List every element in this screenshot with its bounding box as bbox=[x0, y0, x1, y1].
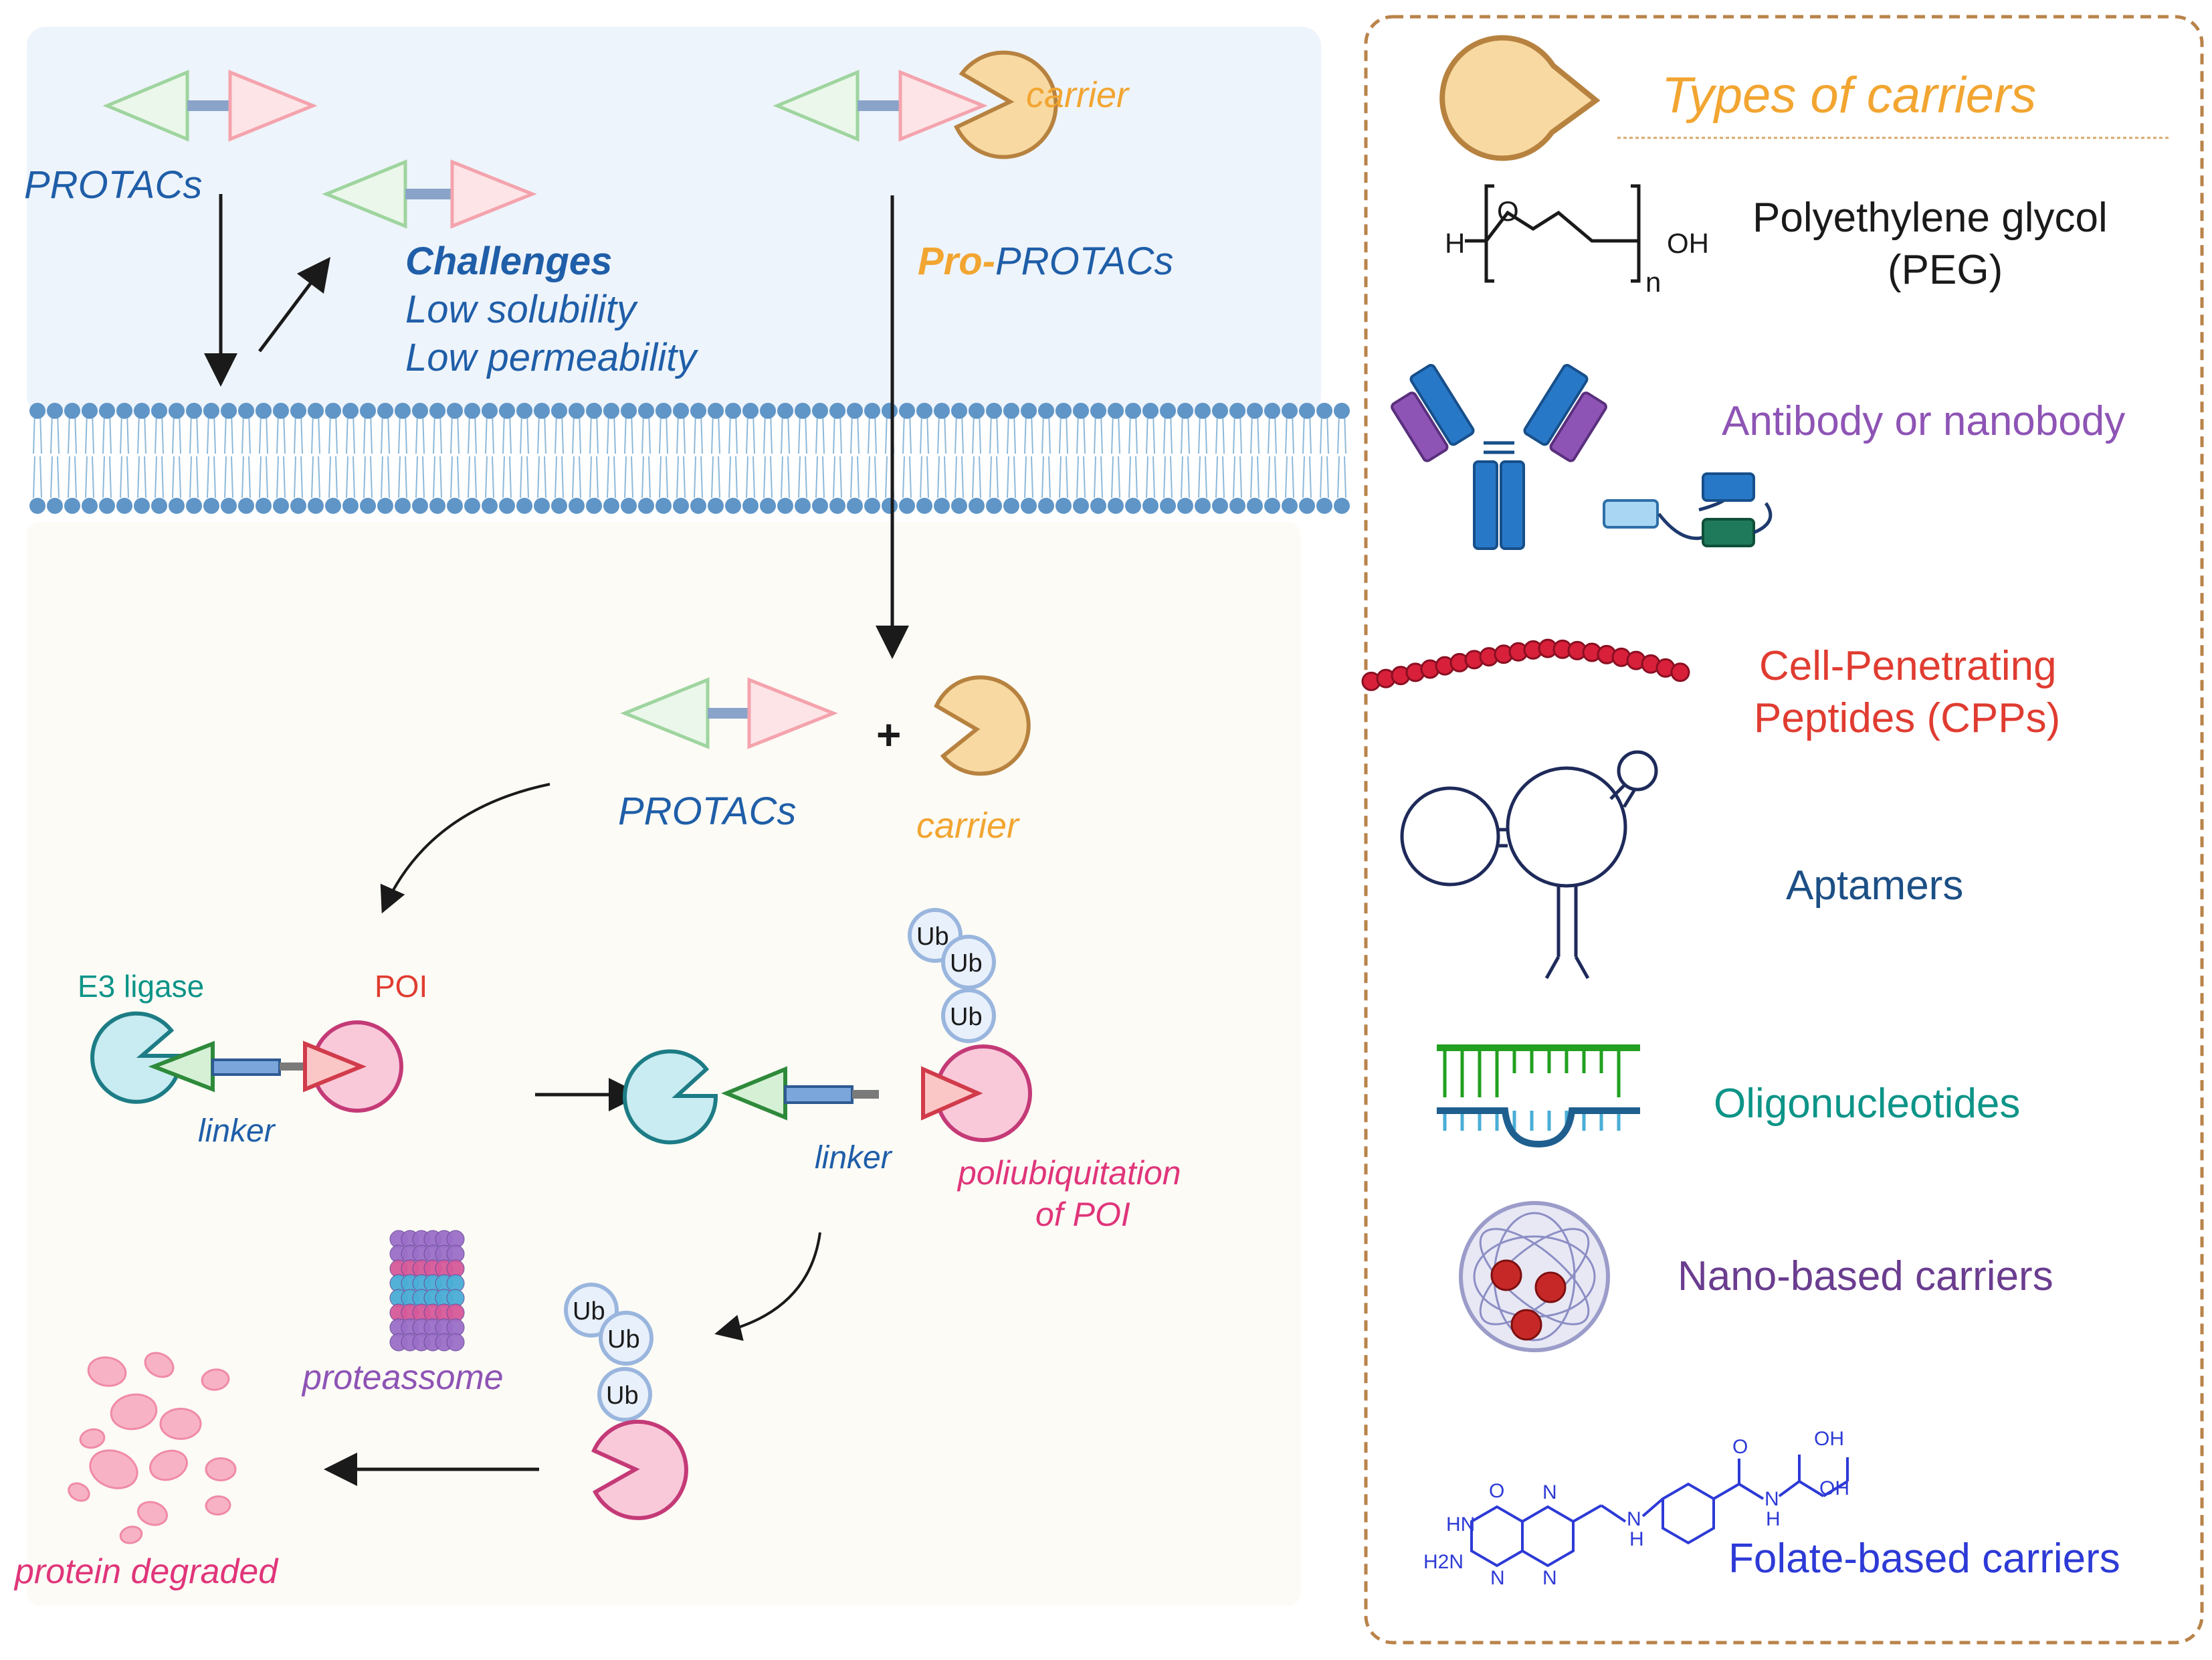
carrier-types-panel bbox=[1364, 15, 2204, 1645]
peg-structure-icon bbox=[1465, 184, 1641, 283]
peg-n-label: n bbox=[1645, 266, 1661, 298]
ternary-complex-1 bbox=[90, 1011, 403, 1113]
carrier-pacman-icon bbox=[1439, 35, 1601, 161]
challenges-title: Challenges bbox=[405, 240, 612, 283]
carrier-top-label: carrier bbox=[1026, 75, 1130, 115]
proteasome-label: proteassome bbox=[301, 1358, 504, 1397]
folate-atom-n2: N bbox=[1542, 1481, 1557, 1503]
ub-label-3: Ub bbox=[950, 1003, 983, 1031]
carrier-types-title: Types of carriers bbox=[1662, 67, 2036, 124]
poi-label: POI bbox=[375, 969, 427, 1004]
ternary-complex-2 bbox=[623, 1044, 1032, 1145]
peg-h-label: H bbox=[1445, 227, 1465, 259]
protac-icon-released bbox=[620, 677, 838, 749]
arrow-bounce-back bbox=[258, 257, 331, 353]
protacs-top-label: PROTACs bbox=[24, 163, 202, 207]
protac-icon-top bbox=[102, 70, 318, 142]
oligonucleotide-icon bbox=[1437, 1044, 1640, 1148]
protac-icon-challenge bbox=[322, 159, 537, 229]
folate-structure-icon bbox=[1470, 1455, 1849, 1568]
linker-label-2: linker bbox=[815, 1140, 893, 1176]
carrier-mid-label: carrier bbox=[916, 806, 1020, 846]
folate-atom-o-top: O bbox=[1489, 1480, 1504, 1502]
folate-atom-h2n: H2N bbox=[1423, 1551, 1464, 1573]
pro-protac-icon bbox=[773, 50, 1058, 159]
challenge-solubility: Low solubility bbox=[405, 288, 638, 331]
aptamer-icon bbox=[1400, 750, 1658, 980]
e3-ligase-label: E3 ligase bbox=[78, 969, 204, 1004]
degraded-fragments bbox=[68, 1352, 237, 1544]
aptamers-label: Aptamers bbox=[1786, 862, 1963, 909]
ub-label-4: Ub bbox=[573, 1297, 605, 1325]
of-poi-label: of POI bbox=[1035, 1196, 1130, 1233]
folate-atom-o-amide: O bbox=[1732, 1436, 1748, 1458]
protacs-mid-label: PROTACs bbox=[618, 790, 796, 833]
cell-membrane bbox=[29, 403, 1350, 514]
pro-protacs-label: Pro-PROTACs bbox=[918, 240, 1173, 283]
folate-atom-hn: HN bbox=[1446, 1513, 1475, 1536]
plus-sign: + bbox=[876, 711, 901, 759]
linker-label-1: linker bbox=[198, 1113, 276, 1149]
nanoparticle-icon bbox=[1459, 1201, 1610, 1352]
nanobody-icon bbox=[1603, 472, 1773, 547]
nano-label: Nano-based carriers bbox=[1678, 1253, 2053, 1299]
antibody-label: Antibody or nanobody bbox=[1722, 398, 2125, 444]
carrier-icon-released bbox=[934, 675, 1031, 776]
folate-atom-oh2: OH bbox=[1819, 1477, 1849, 1499]
protein-degraded-label: protein degraded bbox=[13, 1552, 279, 1591]
folate-atom-h1: H bbox=[1629, 1528, 1644, 1550]
cpp-bead-chain-icon bbox=[1361, 638, 1690, 691]
antibody-icon bbox=[1391, 363, 1607, 550]
ub-chain-1 bbox=[908, 908, 996, 1043]
ub-chain-2 bbox=[564, 1283, 653, 1422]
cpp-label-line2: Peptides (CPPs) bbox=[1754, 695, 2060, 741]
tagged-poi-icon bbox=[591, 1419, 688, 1520]
peg-label-line1: Polyethylene glycol bbox=[1752, 195, 2108, 241]
arrow-curve-to-degradation bbox=[714, 1232, 821, 1342]
proteasome-icon bbox=[389, 1230, 465, 1352]
peg-label-line2: (PEG) bbox=[1888, 247, 2003, 293]
peg-oh-label: OH bbox=[1667, 227, 1709, 259]
arrow-curve-to-ternary bbox=[380, 783, 550, 914]
cpp-label-line1: Cell-Penetrating bbox=[1759, 643, 2057, 689]
oligo-label: Oligonucleotides bbox=[1714, 1081, 2020, 1127]
poliubiquitation-label: poliubiquitation bbox=[957, 1154, 1181, 1192]
folate-atom-n5: N bbox=[1765, 1488, 1779, 1510]
ub-label-5: Ub bbox=[607, 1325, 640, 1354]
ub-label-2: Ub bbox=[950, 949, 983, 978]
challenge-permeability: Low permeability bbox=[405, 336, 698, 379]
ub-label-6: Ub bbox=[606, 1382, 639, 1410]
folate-atom-h2: H bbox=[1766, 1508, 1781, 1530]
folate-label: Folate-based carriers bbox=[1728, 1536, 2120, 1582]
ub-label-1: Ub bbox=[916, 923, 949, 951]
peg-o-label: O bbox=[1497, 195, 1519, 227]
folate-atom-oh1: OH bbox=[1814, 1428, 1844, 1450]
folate-atom-n3: N bbox=[1542, 1567, 1557, 1589]
folate-atom-n1: N bbox=[1490, 1567, 1505, 1589]
folate-atom-n4: N bbox=[1627, 1508, 1641, 1530]
